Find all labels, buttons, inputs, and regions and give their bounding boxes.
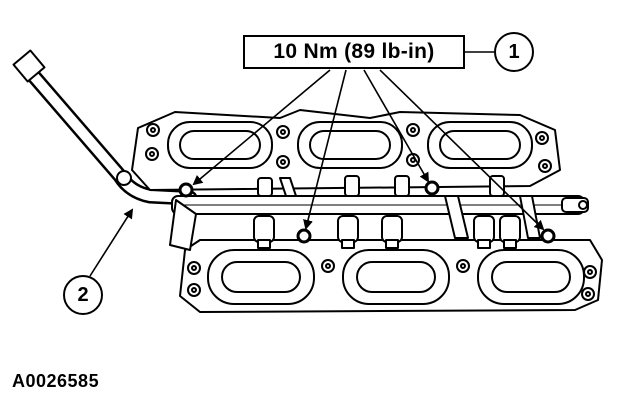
lower-manifold-flange [179, 239, 603, 313]
fuel-rail [169, 177, 589, 251]
upper-manifold-flange [131, 109, 561, 191]
torque-spec-label: 10 Nm (89 lb-in) [243, 35, 465, 69]
callout-2-leader [89, 208, 134, 277]
figure-id: A0026585 [12, 371, 100, 391]
callout-1: 1 [494, 32, 534, 72]
fuel-supply-tube [12, 49, 198, 206]
torque-leader-lines [192, 69, 545, 231]
callout-2: 2 [63, 275, 103, 315]
fuel-rail-bolts [178, 180, 556, 244]
fuel-injectors [253, 175, 521, 249]
